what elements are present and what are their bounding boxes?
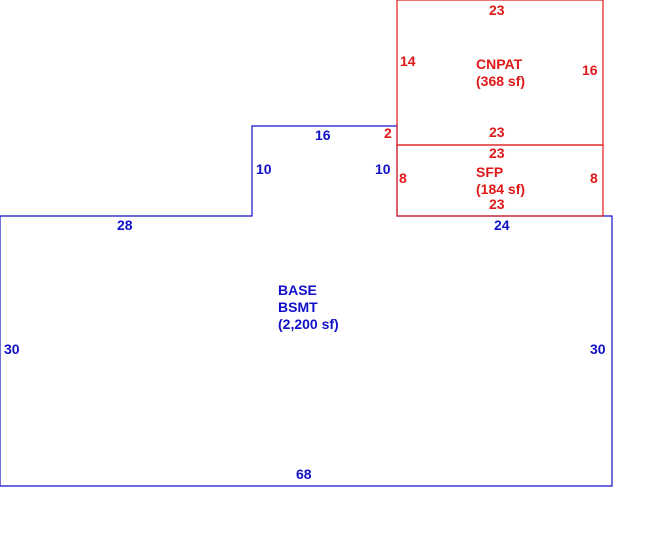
sfp-dim-bottom: 23: [489, 196, 505, 212]
sfp-dim-left: 8: [399, 170, 407, 186]
base-dim-left: 30: [4, 341, 20, 357]
cnpat-dim-bottom: 23: [489, 124, 505, 140]
cnpat-dim-right: 16: [582, 62, 598, 78]
base-dim-bump-left: 10: [256, 161, 272, 177]
base-dim-bump-top: 16: [315, 127, 331, 143]
base-dim-right: 30: [590, 341, 606, 357]
sfp-dim-top: 23: [489, 145, 505, 161]
cnpat-dim-left: 14: [400, 53, 416, 69]
sfp-dim-right: 8: [590, 170, 598, 186]
cnpat-name: CNPAT: [476, 56, 523, 72]
base-dim-bump-right: 10: [375, 161, 391, 177]
sfp-outline: [396, 144, 604, 217]
sfp-name: SFP: [476, 164, 503, 180]
cnpat-area: (368 sf): [476, 73, 525, 89]
base-area: (2,200 sf): [278, 316, 339, 332]
base-name-line2: BSMT: [278, 299, 318, 315]
sfp-area: (184 sf): [476, 181, 525, 197]
cnpat-dim-offset: 2: [384, 125, 392, 141]
base-dim-top-left: 28: [117, 217, 133, 233]
base-dim-top-right: 24: [494, 217, 510, 233]
cnpat-dim-top: 23: [489, 2, 505, 18]
base-dim-bottom: 68: [296, 466, 312, 482]
base-name-line1: BASE: [278, 282, 317, 298]
